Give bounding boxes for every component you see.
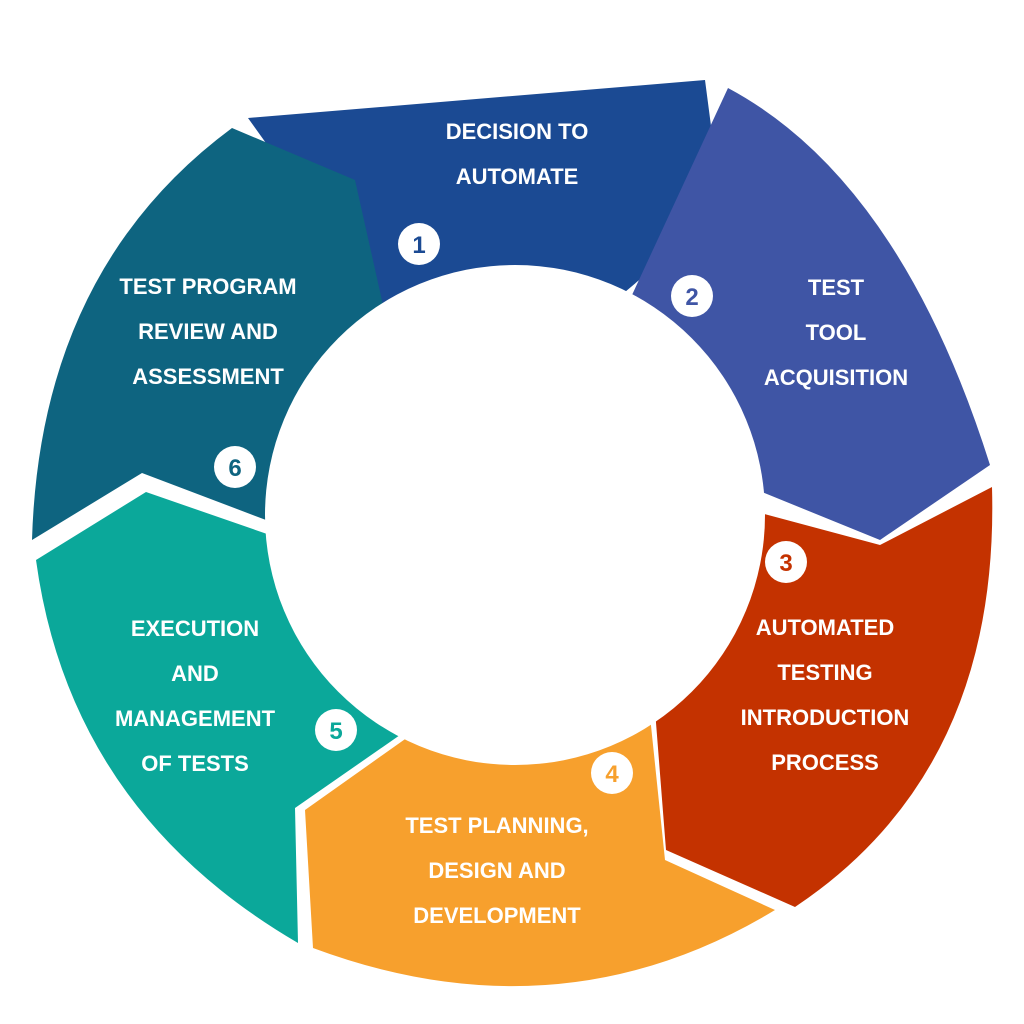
stage-3-label-line: PROCESS bbox=[771, 750, 879, 775]
stage-2-number: 2 bbox=[685, 284, 698, 311]
stage-3-badge: 3 bbox=[765, 541, 807, 583]
stage-1-label-line: AUTOMATE bbox=[456, 164, 579, 189]
stage-4-badge: 4 bbox=[591, 752, 633, 794]
stage-6-badge: 6 bbox=[214, 446, 256, 488]
stage-3-number: 3 bbox=[779, 550, 792, 577]
stage-6-label: TEST PROGRAM REVIEW AND ASSESSMENT bbox=[119, 274, 296, 389]
stage-6-label-line: ASSESSMENT bbox=[132, 364, 284, 389]
segment-2-test-tool-acquisition bbox=[632, 88, 990, 540]
stage-3-label-line: TESTING bbox=[777, 660, 872, 685]
stage-2-badge: 2 bbox=[671, 275, 713, 317]
stage-3-label-line: INTRODUCTION bbox=[741, 705, 910, 730]
stage-2-label: TEST TOOL ACQUISITION bbox=[764, 275, 908, 390]
stage-5-label-line: MANAGEMENT bbox=[115, 706, 276, 731]
stage-1-number: 1 bbox=[412, 232, 425, 259]
stage-4-label-line: TEST PLANNING, bbox=[405, 813, 588, 838]
segment-5-execution-and-management bbox=[36, 492, 400, 943]
stage-5-number: 5 bbox=[329, 718, 342, 745]
stage-2-label-line: ACQUISITION bbox=[764, 365, 908, 390]
stage-4-label-line: DESIGN AND bbox=[428, 858, 565, 883]
stage-5-label-line: AND bbox=[171, 661, 219, 686]
segment-6-test-program-review bbox=[32, 128, 383, 540]
segment-3-automated-testing-introduction bbox=[655, 487, 993, 907]
center-circle bbox=[265, 265, 765, 765]
stage-1-label: DECISION TO AUTOMATE bbox=[446, 119, 589, 189]
stage-6-label-line: TEST PROGRAM bbox=[119, 274, 296, 299]
stage-2-label-line: TEST bbox=[808, 275, 865, 300]
stage-3-label: AUTOMATED TESTING INTRODUCTION PROCESS bbox=[741, 615, 910, 775]
stage-4-label-line: DEVELOPMENT bbox=[413, 903, 581, 928]
stage-6-number: 6 bbox=[228, 455, 241, 482]
segment-4-test-planning-design bbox=[305, 716, 775, 987]
stage-5-label-line: OF TESTS bbox=[141, 751, 249, 776]
stage-6-label-line: REVIEW AND bbox=[138, 319, 278, 344]
stage-1-label-line: DECISION TO bbox=[446, 119, 589, 144]
stage-5-badge: 5 bbox=[315, 709, 357, 751]
stage-5-label-line: EXECUTION bbox=[131, 616, 259, 641]
stage-4-number: 4 bbox=[605, 761, 619, 788]
stage-4-label: TEST PLANNING, DESIGN AND DEVELOPMENT bbox=[405, 813, 588, 928]
stage-3-label-line: AUTOMATED bbox=[756, 615, 895, 640]
stage-1-badge: 1 bbox=[398, 223, 440, 265]
stage-2-label-line: TOOL bbox=[806, 320, 867, 345]
stage-5-label: EXECUTION AND MANAGEMENT OF TESTS bbox=[115, 616, 276, 776]
